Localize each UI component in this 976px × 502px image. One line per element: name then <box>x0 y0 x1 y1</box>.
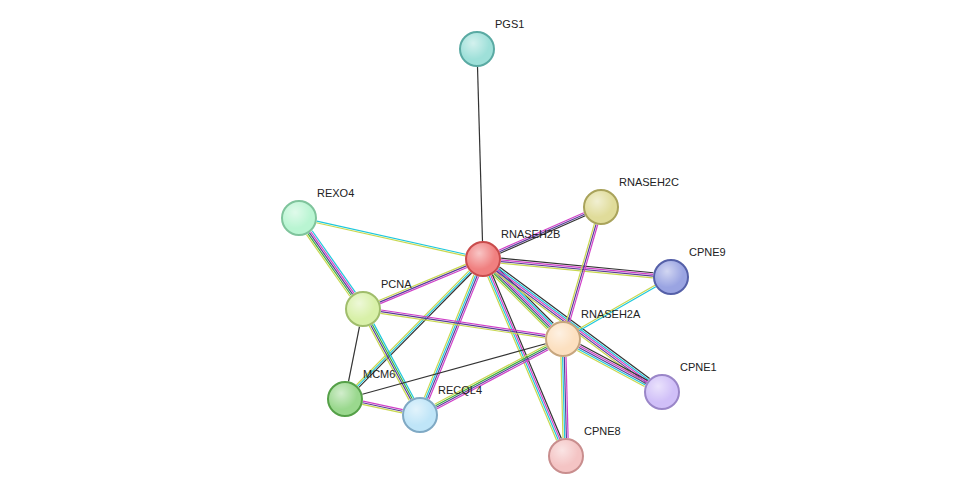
interaction-edge <box>307 231 356 296</box>
evidence-line <box>578 285 655 329</box>
evidence-line <box>428 276 478 399</box>
interaction-edge <box>577 345 647 387</box>
evidence-line <box>437 350 548 409</box>
evidence-line <box>580 346 647 382</box>
evidence-line <box>478 67 483 241</box>
protein-node: CPNE9 <box>653 259 689 295</box>
evidence-line <box>436 348 547 407</box>
node-label: RNASEH2A <box>581 308 640 320</box>
evidence-line <box>363 403 403 411</box>
node-label: CPNE9 <box>689 246 726 258</box>
evidence-line <box>309 233 352 295</box>
interaction-edge <box>435 345 549 409</box>
protein-node: RNASEH2C <box>583 189 619 225</box>
evidence-line <box>381 310 545 335</box>
evidence-line <box>579 348 646 384</box>
interaction-edge <box>478 67 483 241</box>
interaction-edge <box>424 275 478 400</box>
interaction-edge <box>488 275 562 441</box>
evidence-line <box>381 312 545 337</box>
node-label: MCM6 <box>363 368 395 380</box>
evidence-line <box>379 264 466 300</box>
interaction-edge <box>566 224 597 322</box>
protein-node: RECQL4 <box>402 397 438 433</box>
interaction-edge <box>362 401 403 413</box>
node-label: RECQL4 <box>438 384 482 396</box>
evidence-line <box>579 287 656 331</box>
evidence-line <box>500 216 585 253</box>
interaction-edge <box>501 258 654 278</box>
evidence-line <box>489 276 558 440</box>
evidence-line <box>307 235 350 297</box>
evidence-line <box>498 268 648 380</box>
interaction-edge <box>499 213 585 254</box>
interaction-edge <box>369 324 413 401</box>
node-label: RNASEH2B <box>501 228 560 240</box>
evidence-line <box>426 275 476 398</box>
evidence-line <box>435 345 546 404</box>
evidence-line <box>308 234 351 296</box>
node-label: PGS1 <box>495 18 524 30</box>
protein-node: PGS1 <box>459 31 495 67</box>
interaction-edge <box>381 310 546 338</box>
interaction-edge <box>316 221 465 256</box>
evidence-line <box>429 277 479 400</box>
protein-node: CPNE1 <box>644 374 680 410</box>
evidence-line <box>349 327 360 382</box>
evidence-line <box>578 349 645 385</box>
node-label: CPNE8 <box>584 425 621 437</box>
evidence-line <box>436 347 547 406</box>
evidence-line <box>501 263 653 278</box>
node-label: PCNA <box>381 278 412 290</box>
interaction-edge <box>561 357 568 438</box>
evidence-line <box>369 326 409 400</box>
interaction-edge <box>379 264 467 303</box>
interaction-edge <box>349 327 360 382</box>
evidence-line <box>380 266 467 302</box>
evidence-line <box>577 350 644 386</box>
evidence-line <box>424 275 474 398</box>
evidence-line <box>372 324 412 398</box>
evidence-line <box>362 404 402 412</box>
evidence-line <box>316 223 465 256</box>
evidence-line <box>499 214 584 251</box>
evidence-line <box>312 231 355 293</box>
interaction-edge <box>495 267 649 384</box>
evidence-line <box>580 345 647 381</box>
evidence-line <box>501 262 653 277</box>
node-label: REXO4 <box>317 187 354 199</box>
node-label: RNASEH2C <box>619 176 679 188</box>
evidence-line <box>499 213 584 250</box>
evidence-line <box>501 260 653 275</box>
evidence-line <box>317 221 466 254</box>
evidence-line <box>491 275 560 439</box>
protein-node: RNASEH2A <box>545 321 581 357</box>
protein-node: RNASEH2B <box>465 241 501 277</box>
evidence-line <box>381 313 545 338</box>
evidence-line <box>371 325 411 399</box>
protein-node: PCNA <box>345 291 381 327</box>
evidence-line <box>570 225 598 322</box>
evidence-line <box>561 357 563 438</box>
evidence-line <box>492 275 561 439</box>
evidence-line <box>311 232 354 294</box>
node-label: CPNE1 <box>680 361 717 373</box>
evidence-line <box>566 224 594 321</box>
protein-node: REXO4 <box>281 200 317 236</box>
evidence-line <box>568 224 596 321</box>
protein-node: MCM6 <box>327 381 363 417</box>
protein-node: CPNE8 <box>548 438 584 474</box>
evidence-line <box>374 324 414 398</box>
interaction-edge <box>578 285 656 331</box>
